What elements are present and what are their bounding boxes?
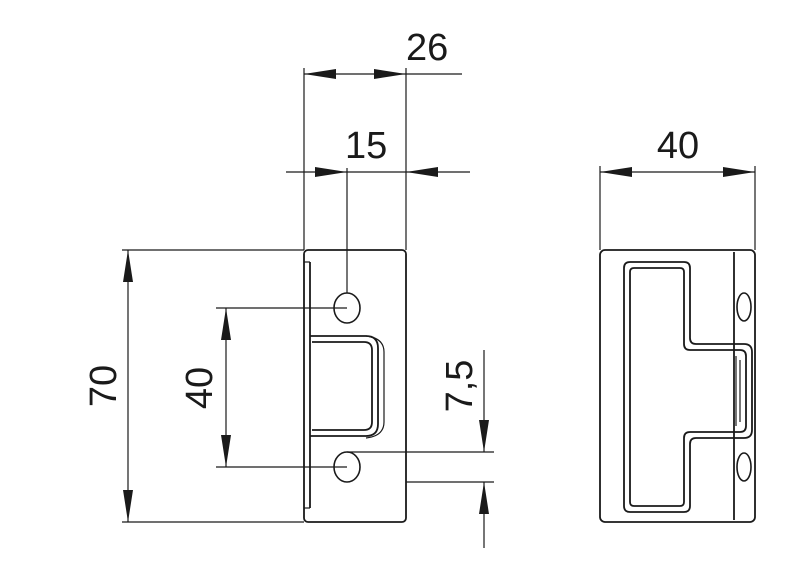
side-hole-bottom	[736, 452, 752, 482]
strike-opening	[310, 335, 379, 437]
side-body-outline	[599, 249, 756, 523]
dim-15-arrow-left	[315, 167, 347, 177]
dimension-7-5: 7,5	[347, 350, 494, 548]
dim-40w-arrow-right	[723, 167, 755, 177]
side-t-profile-inner	[629, 267, 747, 507]
dim-40w-arrow-left	[600, 167, 632, 177]
strike-opening-inner	[312, 341, 373, 431]
dim-40h-arrow-top	[221, 308, 231, 340]
dim-75-arrow-bottom	[479, 482, 489, 514]
dim-26-label: 26	[406, 27, 448, 69]
dim-26-arrow-right	[374, 69, 406, 79]
dim-15-label: 15	[345, 125, 387, 167]
side-t-profile-outer	[623, 261, 753, 513]
dim-40w-label: 40	[657, 125, 699, 167]
dim-70-label: 70	[83, 365, 125, 407]
dimension-70: 70	[83, 249, 304, 523]
dim-40h-label: 40	[179, 367, 221, 409]
dim-15-arrow-right	[406, 167, 438, 177]
strike-opening-lip	[365, 335, 385, 439]
dim-75-label: 7,5	[439, 360, 481, 413]
side-hole-top	[736, 292, 752, 322]
dimension-15: 15	[286, 125, 470, 293]
dimension-26: 26	[303, 27, 462, 250]
dim-26-arrow-left	[304, 69, 336, 79]
front-view	[303, 249, 407, 523]
dim-70-arrow-bottom	[123, 490, 133, 522]
dim-75-arrow-top	[479, 420, 489, 452]
dim-70-arrow-top	[123, 250, 133, 282]
side-view	[599, 249, 756, 523]
dimension-40-width: 40	[599, 125, 756, 250]
front-plate-outline	[303, 249, 407, 523]
dimension-40-holes: 40	[179, 307, 347, 468]
dim-40h-arrow-bottom	[221, 435, 231, 467]
